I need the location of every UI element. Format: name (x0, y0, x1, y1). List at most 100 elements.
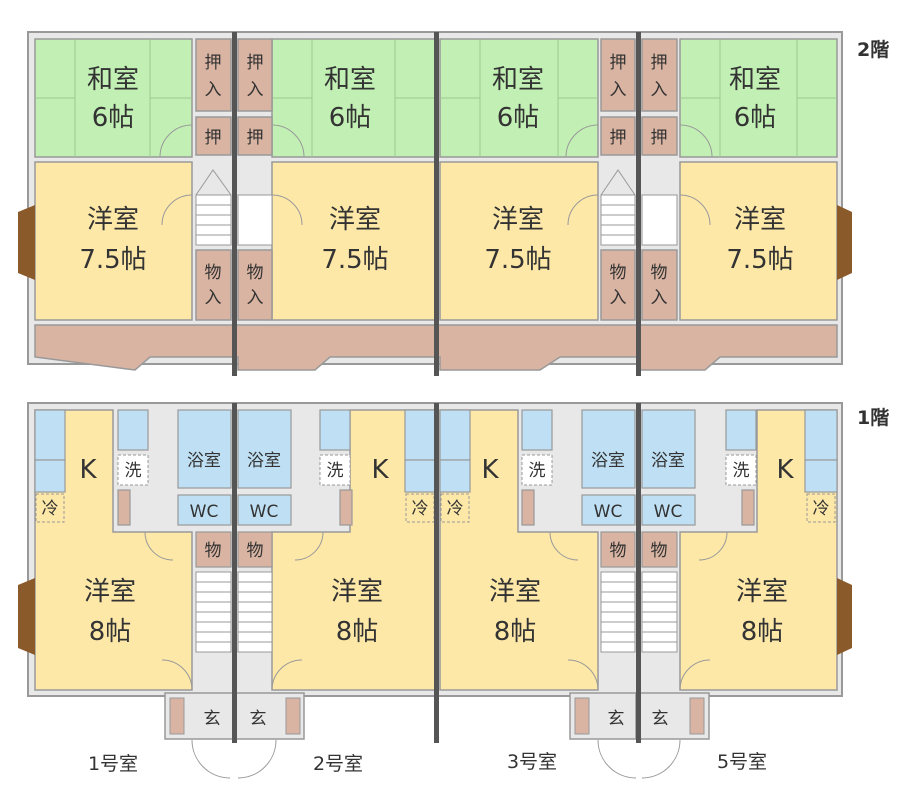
tatami-lines (35, 39, 837, 157)
storage-label: 物 (610, 541, 627, 561)
entrance-label: 玄 (204, 709, 221, 729)
fridge-spaces (35, 493, 836, 523)
toilets (177, 494, 696, 526)
window-1f-right (837, 578, 852, 655)
second-floor-plan: 和室 6帖 和室 6帖 和室 6帖 和室 6帖 洋室 7.5帖 洋室 7.5帖 … (18, 31, 889, 376)
yoshitsu-label: 洋室 (492, 205, 544, 235)
storage-label: 物 (247, 263, 264, 283)
yoshitsu-label: 洋室 (736, 577, 788, 607)
closet-2f-1b (195, 116, 232, 156)
bath-label: 浴室 (247, 451, 281, 471)
storage-label: 物 (610, 263, 627, 283)
stairs-2f (195, 194, 678, 246)
unit-label-3: 3号室 (507, 751, 557, 773)
washitsu-size: 6帖 (734, 103, 777, 133)
washitsu-size: 6帖 (92, 103, 135, 133)
stair-treads-2f (195, 169, 636, 236)
wc-label: WC (654, 502, 683, 522)
yoshitsu-label: 洋室 (331, 577, 383, 607)
closet-2f-2a (237, 38, 273, 112)
floor-label-2f: 2階 (857, 39, 889, 61)
closet-label: 入 (610, 80, 627, 100)
wc-label: WC (190, 502, 219, 522)
closet-2f-3a (600, 38, 636, 112)
closet-label: 押 (247, 128, 264, 148)
yoshitsu-1f-room-1 (34, 409, 193, 691)
storage-label: 入 (247, 288, 264, 308)
kitchen-label: K (79, 455, 97, 485)
yoshitsu-size: 8帖 (741, 617, 784, 647)
laundry-label: 洗 (125, 461, 142, 481)
party-wall-1f-1 (232, 403, 237, 743)
closet-label: 押 (610, 128, 627, 148)
labels-2f: 和室 6帖 和室 6帖 和室 6帖 和室 6帖 洋室 7.5帖 洋室 7.5帖 … (79, 53, 793, 308)
party-wall-1f-3 (636, 403, 641, 743)
baths (177, 409, 696, 489)
storage-1f (117, 489, 755, 568)
storage-label: 物 (651, 263, 668, 283)
party-wall-1f-2 (434, 403, 439, 743)
kitchen-label: K (776, 455, 794, 485)
closet-2f-4a (641, 38, 678, 112)
closet-label: 入 (247, 80, 264, 100)
yoshitsu-size: 8帖 (89, 617, 132, 647)
party-wall-2f-3 (636, 32, 641, 376)
yoshitsu-label: 洋室 (84, 577, 136, 607)
storage-2f-4 (641, 249, 678, 321)
storage-2f-2 (237, 249, 273, 321)
washitsu-size: 6帖 (329, 103, 372, 133)
fridge-label: 冷 (813, 499, 830, 519)
window-1f-left (18, 578, 35, 655)
yoshitsu-2f-room-1 (34, 161, 193, 321)
laundry-label: 洗 (529, 461, 546, 481)
party-wall-2f-1 (232, 32, 237, 376)
yoshitsu-label: 洋室 (87, 205, 139, 235)
washitsu-label: 和室 (87, 65, 139, 95)
closet-label: 押 (651, 53, 668, 73)
storage-label: 入 (610, 288, 627, 308)
storage-2f-1 (195, 249, 232, 321)
yoshitsu-2f-room-4 (679, 161, 838, 321)
bath-label: 浴室 (651, 451, 685, 471)
yoshitsu-size: 8帖 (494, 617, 537, 647)
closet-2f-3b (600, 116, 636, 156)
washitsu-label: 和室 (324, 65, 376, 95)
unit-label-1: 1号室 (88, 753, 138, 775)
kitchen-fixtures (34, 409, 838, 493)
entrance-shoe-boxes (169, 697, 705, 735)
closet-2f-2b (237, 116, 273, 156)
laundry-label: 洗 (327, 461, 344, 481)
closet-2f-1a (195, 38, 232, 112)
storage-label: 入 (651, 288, 668, 308)
unit-label-2: 2号室 (313, 753, 363, 775)
yoshitsu-size: 8帖 (336, 617, 379, 647)
yoshitsu-size: 7.5帖 (79, 245, 146, 275)
entrance-label: 玄 (652, 709, 669, 729)
floor-label-1f: 1階 (857, 407, 889, 429)
closet-label: 入 (651, 80, 668, 100)
entrance-label: 玄 (250, 709, 267, 729)
storage-label: 物 (205, 263, 222, 283)
storage-label: 物 (205, 541, 222, 561)
washitsu-size: 6帖 (497, 103, 540, 133)
window-2f-left (18, 205, 35, 280)
stair-treads-1f (196, 581, 677, 643)
yoshitsu-2f-room-2 (271, 161, 436, 321)
washitsu-label: 和室 (492, 65, 544, 95)
yoshitsu-size: 7.5帖 (321, 245, 388, 275)
closet-label: 押 (205, 53, 222, 73)
door-swings-1f (144, 531, 728, 779)
door-swings-2f (159, 124, 713, 226)
wc-label: WC (250, 502, 279, 522)
party-wall-2f-2 (434, 32, 439, 376)
entrance-label: 玄 (608, 709, 625, 729)
storage-label: 入 (205, 288, 222, 308)
yoshitsu-label: 洋室 (489, 577, 541, 607)
kitchen-label: K (371, 455, 389, 485)
yoshitsu-size: 7.5帖 (726, 245, 793, 275)
laundry-label: 洗 (733, 461, 750, 481)
closet-label: 入 (205, 80, 222, 100)
yoshitsu-2f-room-3 (439, 161, 599, 321)
fridge-label: 冷 (447, 499, 464, 519)
